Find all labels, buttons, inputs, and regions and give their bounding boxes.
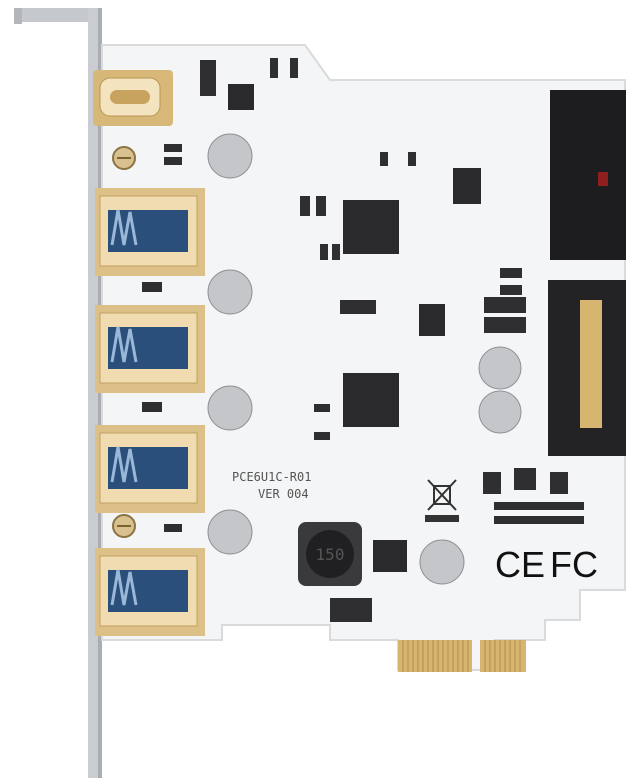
board-version-label: VER 004: [258, 487, 309, 501]
usb-c-port-icon: [93, 70, 173, 126]
pcie-gold-fingers: [398, 640, 526, 672]
smd-components: [142, 58, 584, 622]
usb-a-port-icon: [95, 188, 205, 636]
weee-bin-icon: [425, 479, 459, 522]
ce-mark-icon: CE: [495, 544, 545, 585]
metal-bracket: [14, 8, 102, 778]
sata-power-connector-icon: [548, 280, 626, 456]
inductor: 150: [298, 522, 362, 586]
fcc-mark-icon: FC: [550, 544, 598, 585]
inductor-marking: 150: [316, 545, 345, 564]
capacitor: [207, 133, 522, 585]
usb-header-connector-icon: [550, 90, 626, 260]
board-model-label: PCE6U1C-R01: [232, 470, 311, 484]
screw-icon: [112, 146, 136, 538]
controller-chip: [228, 84, 481, 572]
